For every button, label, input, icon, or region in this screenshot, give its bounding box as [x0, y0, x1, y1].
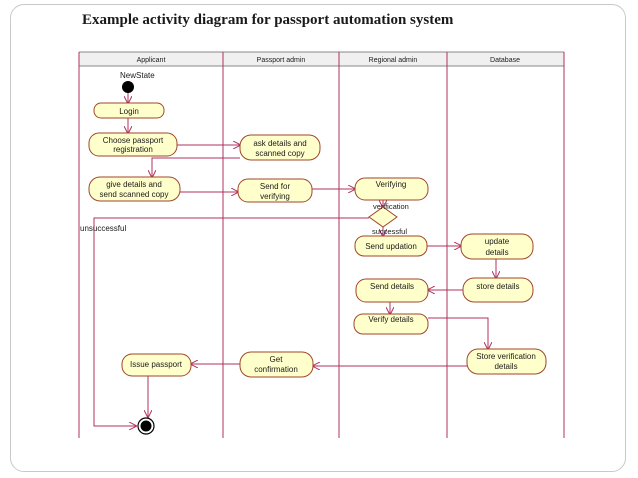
label-update-line1: update	[485, 237, 510, 246]
label-sendfor-line1: Send for	[260, 182, 291, 191]
label-storeverif-line1: Store verification	[476, 352, 536, 361]
activity-get-confirmation	[239, 351, 314, 378]
activity-choose-passport	[88, 132, 178, 157]
label-verifying: Verifying	[376, 180, 407, 189]
activity-give-details	[88, 176, 181, 202]
activity-nodes	[88, 102, 547, 378]
decision-verification	[368, 206, 398, 228]
label-store-details: store details	[476, 282, 519, 291]
label-storeverif-line2: details	[494, 362, 517, 371]
guard-unsuccessful: unsuccessful	[80, 224, 126, 233]
label-give-line1: give details and	[106, 180, 162, 189]
lane-header-bar	[79, 52, 564, 66]
flow-lines	[93, 93, 496, 426]
activity-ask-details	[239, 134, 321, 161]
label-verify-details: Verify details	[368, 315, 413, 324]
label-login: Login	[119, 107, 139, 116]
flow-ask-give	[152, 157, 240, 177]
activity-verifying	[354, 177, 429, 201]
label-getconf-line1: Get	[270, 355, 284, 364]
start-node	[122, 81, 134, 93]
label-ask-line1: ask details and	[253, 139, 306, 148]
label-sendfor-line2: verifying	[260, 192, 290, 201]
label-update-line2: details	[485, 248, 508, 257]
activity-verify-details	[353, 313, 429, 335]
label-choose-line1: Choose passport	[103, 136, 164, 145]
lane-title-regional-admin: Regional admin	[369, 57, 418, 64]
guard-successful: successful	[372, 227, 407, 236]
label-send-updation: Send updation	[365, 242, 417, 251]
activity-send-updation	[354, 235, 428, 257]
label-send-details: Send details	[370, 282, 414, 291]
lane-title-database: Database	[490, 57, 520, 64]
activity-send-for-verifying	[237, 178, 313, 203]
activity-send-details	[355, 278, 429, 303]
slide-title: Example activity diagram for passport au…	[82, 12, 454, 28]
activity-labels: Login Choose passport registration ask d…	[100, 107, 536, 374]
label-choose-line2: registration	[113, 145, 153, 154]
flow-unsuccessful	[93, 217, 369, 426]
lane-title-applicant: Applicant	[137, 57, 166, 64]
end-node-inner	[140, 420, 152, 432]
activity-update-details	[460, 233, 534, 260]
activity-issue-passport	[121, 353, 192, 377]
guard-verification: verification	[373, 202, 409, 211]
flow-verify-storeverif	[428, 317, 488, 349]
activity-store-details	[462, 277, 534, 303]
activity-login	[93, 102, 165, 119]
lane-title-passport-admin: Passport admin	[257, 57, 306, 64]
label-getconf-line2: confirmation	[254, 365, 298, 374]
lane-separators	[78, 52, 565, 438]
label-give-line2: send scanned copy	[100, 190, 169, 199]
activity-store-verification	[466, 348, 547, 375]
label-ask-line2: scanned copy	[255, 149, 304, 158]
start-node-label: NewState	[120, 71, 155, 80]
label-issue-passport: Issue passport	[130, 360, 183, 369]
